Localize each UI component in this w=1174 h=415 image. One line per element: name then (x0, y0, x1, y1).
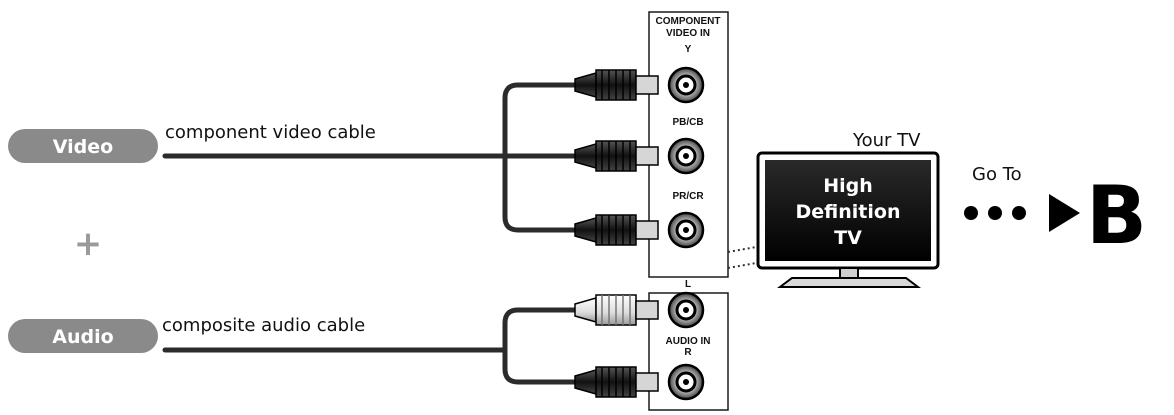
goto-label: Go To (972, 164, 1022, 185)
component-video-cable (162, 82, 578, 233)
audio-cable-label: composite audio cable (162, 315, 365, 336)
jack-label-pb: PB/CB (672, 117, 703, 128)
video-pill: Video (8, 129, 158, 163)
tv-screen-line-1: High (823, 175, 873, 197)
rca-plug-l (574, 294, 659, 326)
panel-to-tv-links (727, 245, 763, 269)
tv-screen-line-2: Definition (796, 201, 901, 223)
rca-plug-r (574, 366, 659, 398)
audio-panel-title: AUDIO IN (666, 336, 711, 347)
rca-jack-pb (667, 137, 705, 175)
plug-group (574, 66, 705, 401)
rca-plug-pr (574, 214, 659, 246)
rca-jack-pr (667, 211, 705, 249)
goto-target-letter: B (1086, 169, 1147, 262)
audio-pill-label: Audio (52, 326, 113, 348)
tv-caption: Your TV (852, 130, 921, 151)
composite-audio-cable (162, 307, 578, 385)
jack-label-y: Y (685, 44, 692, 55)
jack-label-l: L (685, 279, 691, 290)
video-cable-label: component video cable (165, 122, 376, 143)
jack-label-r: R (684, 347, 692, 358)
rca-jack-y (667, 66, 705, 104)
dots-arrow-icon (964, 194, 1080, 232)
tv-screen-line-3: TV (834, 227, 862, 249)
rca-plug-y (574, 69, 659, 101)
video-pill-label: Video (53, 136, 113, 158)
jack-label-pr: PR/CR (672, 191, 704, 202)
rca-jack-r (667, 363, 705, 401)
plus-sign: + (74, 224, 103, 264)
rca-jack-l (667, 291, 705, 329)
component-panel-title-2: VIDEO IN (666, 28, 710, 39)
audio-pill: Audio (8, 319, 158, 353)
rca-plug-pb (574, 140, 659, 172)
component-panel-title-1: COMPONENT (656, 16, 721, 27)
tv-icon: High Definition TV (756, 151, 940, 288)
